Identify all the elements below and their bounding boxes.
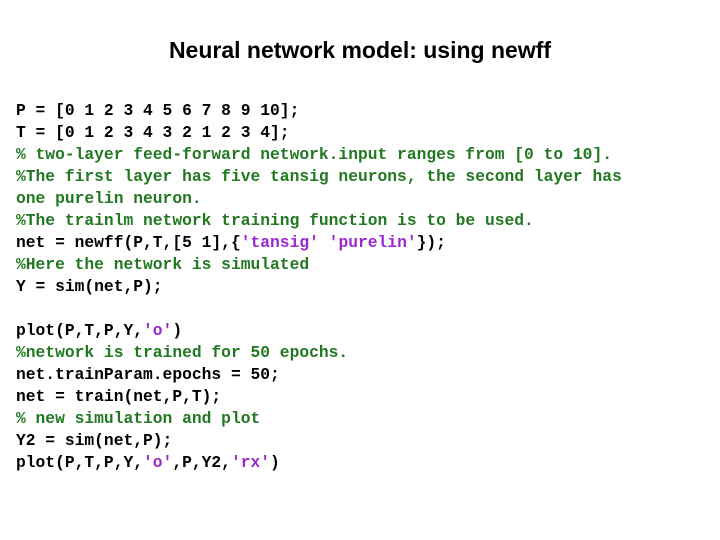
code-string-literal: 'purelin' <box>328 233 417 252</box>
code-comment: % new simulation and plot <box>16 409 261 428</box>
code-token: plot(P,T,P,Y, <box>16 321 144 340</box>
code-line: %Here the network is simulated <box>16 254 716 276</box>
code-string-literal: 'rx' <box>230 453 271 472</box>
code-token: net.trainParam.epochs = 50; <box>16 365 280 384</box>
code-token: net = train(net,P,T); <box>16 387 222 406</box>
code-comment: %The trainlm network training function i… <box>16 211 534 230</box>
code-token: Y = sim(net,P); <box>16 277 163 296</box>
block-separator <box>16 298 716 320</box>
code-token: ) <box>172 321 183 340</box>
code-line: T = [0 1 2 3 4 3 2 1 2 3 4]; <box>16 122 716 144</box>
code-block-1: P = [0 1 2 3 4 5 6 7 8 9 10]; T = [0 1 2 … <box>16 100 716 298</box>
code-token: net = newff(P,T,[5 1],{ <box>16 233 241 252</box>
code-line: % two-layer feed-forward network.input r… <box>16 144 716 166</box>
code-comment: %network is trained for 50 epochs. <box>16 343 349 362</box>
code-string-literal: 'o' <box>143 321 173 340</box>
code-line: Y = sim(net,P); <box>16 276 716 298</box>
code-line: Y2 = sim(net,P); <box>16 430 716 452</box>
code-line: net = newff(P,T,[5 1],{'tansig' 'purelin… <box>16 232 716 254</box>
code-token: plot(P,T,P,Y, <box>16 453 144 472</box>
code-token: ,P,Y2, <box>172 453 231 472</box>
code-string-literal: 'tansig' <box>240 233 319 252</box>
code-line: plot(P,T,P,Y,'o',P,Y2,'rx') <box>16 452 716 474</box>
code-line: %The first layer has five tansig neurons… <box>16 166 716 188</box>
code-token: T = [0 1 2 3 4 3 2 1 2 3 4]; <box>16 123 290 142</box>
code-line: one purelin neuron. <box>16 188 716 210</box>
code-line: %The trainlm network training function i… <box>16 210 716 232</box>
code-comment: one purelin neuron. <box>16 189 202 208</box>
page-title: Neural network model: using newff <box>168 37 552 63</box>
code-line: plot(P,T,P,Y,'o') <box>16 320 716 342</box>
code-token: P = [0 1 2 3 4 5 6 7 8 9 10]; <box>16 101 300 120</box>
code-line: %network is trained for 50 epochs. <box>16 342 716 364</box>
code-comment: %The first layer has five tansig neurons… <box>16 167 622 186</box>
code-listing: P = [0 1 2 3 4 5 6 7 8 9 10]; T = [0 1 2 … <box>16 100 716 474</box>
code-string-literal: 'o' <box>143 453 173 472</box>
code-token <box>319 233 329 252</box>
code-block-2: plot(P,T,P,Y,'o')%network is trained for… <box>16 320 716 474</box>
code-comment: %Here the network is simulated <box>16 255 310 274</box>
code-line: P = [0 1 2 3 4 5 6 7 8 9 10]; <box>16 100 716 122</box>
code-comment: % two-layer feed-forward network.input r… <box>16 145 612 164</box>
code-line: net = train(net,P,T); <box>16 386 716 408</box>
code-line: % new simulation and plot <box>16 408 716 430</box>
code-token: ) <box>270 453 280 472</box>
code-line: net.trainParam.epochs = 50; <box>16 364 716 386</box>
code-token: }); <box>416 233 446 252</box>
code-token: Y2 = sim(net,P); <box>16 431 173 450</box>
